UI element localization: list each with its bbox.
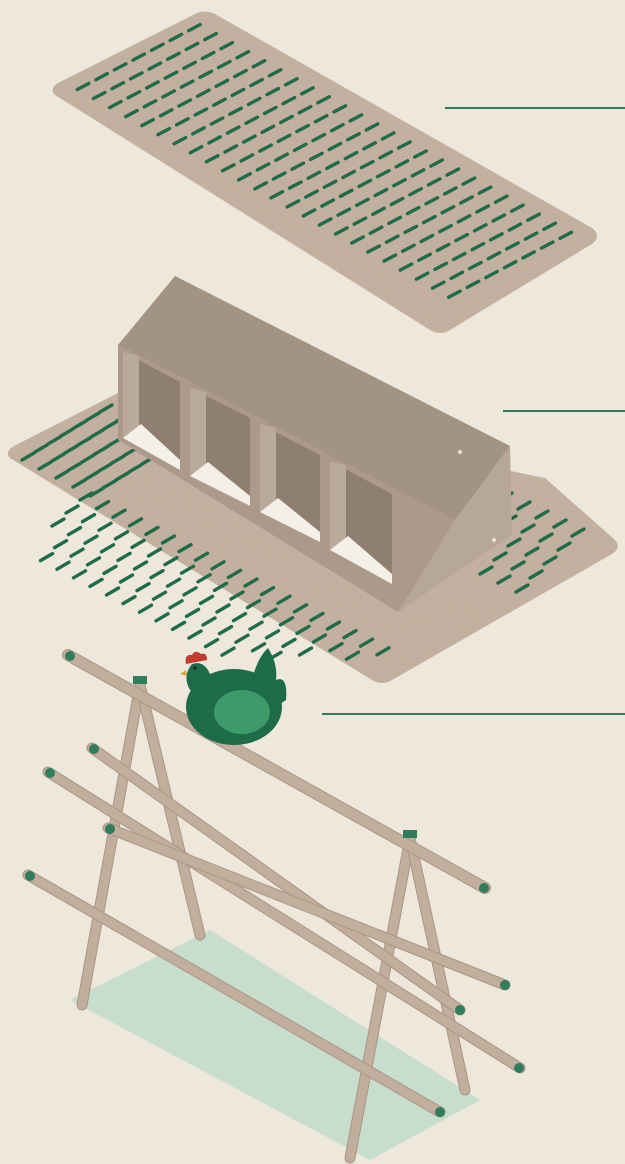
slot-mark [189,631,201,638]
perch-bar-end [435,1107,445,1117]
slot-mark [116,532,128,539]
slot-mark [170,601,182,608]
screw-icon [458,450,462,454]
perch-bar-end [65,651,75,661]
slot-mark [69,528,81,535]
slot-mark [132,540,144,547]
slot-mark [57,562,69,569]
perch-bar-end [455,1005,465,1015]
slot-mark [283,639,295,646]
slot-mark [118,553,130,560]
slot-mark [66,506,78,513]
slot-mark [187,609,199,616]
slot-mark [99,523,111,530]
slot-mark [300,648,312,655]
slot-mark [220,627,232,634]
slot-mark [184,588,196,595]
slatted-floor-panel-top [52,12,597,334]
slot-mark [203,618,215,625]
hen-wing [214,690,270,734]
slot-mark [165,558,177,565]
compartment-wall [190,388,206,476]
slot-mark [41,554,53,561]
slot-mark [151,571,163,578]
slot-mark [234,614,246,621]
slot-mark [102,545,114,552]
post-cap [133,676,147,684]
hen-beak [180,670,187,676]
slot-mark [222,648,234,655]
slot-mark [201,596,213,603]
slot-mark [236,635,248,642]
slot-mark [156,614,168,621]
perch-bar-end [479,883,489,893]
hen-eye [193,666,196,669]
slot-mark [140,605,152,612]
hen-comb [186,652,207,664]
slot-mark [104,566,116,573]
slot-mark [253,644,265,651]
slot-mark [90,579,102,586]
compartment-wall [260,424,276,512]
slot-mark [217,605,229,612]
slot-mark [71,549,83,556]
slot-mark [74,571,86,578]
slot-mark [250,622,262,629]
slot-mark [85,536,97,543]
leg-back-left [82,685,140,1005]
slot-mark [123,597,135,604]
slot-mark [121,575,133,582]
slot-mark [52,519,64,526]
slot-mark [267,631,279,638]
slot-mark [206,640,218,647]
perch-bar-end [500,980,510,990]
slot-mark [135,562,147,569]
slot-mark [107,588,119,595]
slot-mark [182,566,194,573]
slot-mark [88,558,100,565]
slot-mark [137,584,149,591]
slot-mark [149,549,161,556]
perch-bar-end [25,871,35,881]
slot-mark [83,515,95,522]
slot-mark [168,579,180,586]
perch-bar-end [45,768,55,778]
perch-bar-end [514,1063,524,1073]
perch-bar-end [105,824,115,834]
perch-bar-end [89,744,99,754]
slot-mark [173,622,185,629]
slot-mark [55,541,67,548]
post-cap [403,830,417,838]
compartment-wall [330,461,346,550]
slot-mark [154,592,166,599]
perch-floor-shadow [70,930,480,1160]
screw-icon [492,538,496,542]
compartment-wall [123,352,139,438]
